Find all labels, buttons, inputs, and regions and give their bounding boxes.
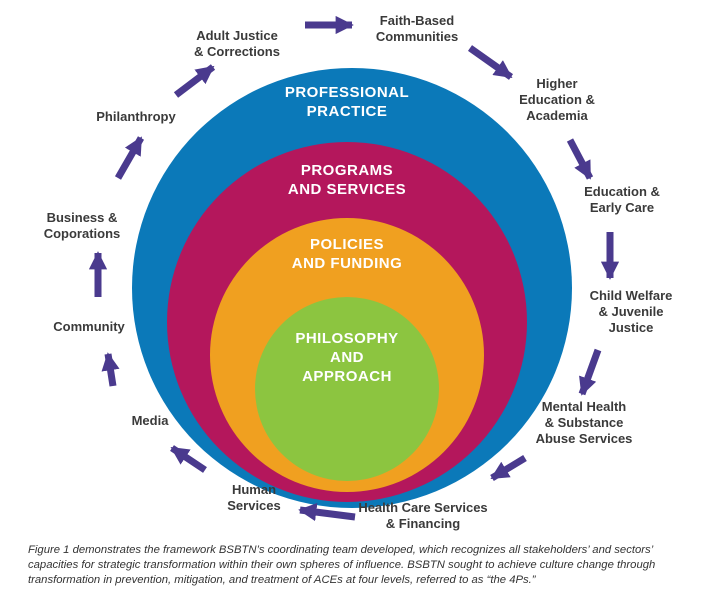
policies-label-line: POLICIES: [310, 236, 384, 253]
cycle-arrow: [298, 503, 356, 522]
sector-label-line: Faith-Based: [380, 13, 454, 28]
policies-label-line: AND FUNDING: [292, 255, 403, 272]
sector-health-care: Health Care Services& Financing: [358, 500, 487, 531]
sector-arrows: [88, 15, 620, 522]
policies-label: POLICIES AND FUNDING: [292, 236, 403, 272]
core-label-line: PHILOSOPHY: [295, 330, 398, 347]
sector-label-line: & Financing: [386, 516, 460, 531]
programs-label: PROGRAMS AND SERVICES: [288, 162, 406, 198]
sector-label-line: & Substance: [545, 415, 624, 430]
cycle-arrow: [578, 348, 602, 396]
sector-adult-justice: Adult Justice& Corrections: [194, 28, 280, 59]
sector-label-line: Business &: [47, 210, 118, 225]
cycle-arrow: [490, 455, 527, 481]
core-label-line: AND: [330, 349, 364, 366]
sector-community: Community: [53, 319, 125, 334]
sector-label-line: & Juvenile: [598, 304, 663, 319]
sector-label-line: & Corrections: [194, 44, 280, 59]
cycle-arrow: [170, 445, 207, 473]
sector-label-line: Community: [53, 319, 125, 334]
sector-label-line: Mental Health: [542, 399, 627, 414]
outer-label: PROFESSIONAL PRACTICE: [285, 84, 409, 120]
figure-caption: Figure 1 demonstrates the framework BSBT…: [28, 544, 656, 586]
sector-label-line: Adult Justice: [196, 28, 278, 43]
framework-diagram: PROFESSIONAL PRACTICE PROGRAMS AND SERVICES…: [44, 13, 673, 531]
sector-label-line: Higher: [536, 76, 577, 91]
sector-education: Education &Early Care: [584, 184, 660, 215]
outer-label-line: PRACTICE: [307, 103, 388, 120]
sector-label-line: Education &: [584, 184, 660, 199]
sector-label-line: Academia: [526, 108, 588, 123]
sector-label-line: Services: [227, 498, 281, 513]
cycle-arrow: [173, 64, 216, 98]
sector-label-line: Health Care Services: [358, 500, 487, 515]
sector-label-line: Education &: [519, 92, 595, 107]
core-label-line: APPROACH: [302, 368, 392, 385]
sector-label-line: Coporations: [44, 226, 121, 241]
programs-label-line: AND SERVICES: [288, 181, 406, 198]
sector-label-line: Philanthropy: [96, 109, 176, 124]
cycle-arrow: [114, 136, 145, 180]
sector-label-line: Communities: [376, 29, 458, 44]
outer-label-line: PROFESSIONAL: [285, 84, 409, 101]
sector-label-line: Early Care: [590, 200, 654, 215]
sector-label-line: Child Welfare: [590, 288, 673, 303]
cycle-arrow: [467, 45, 514, 80]
cycle-arrow: [101, 352, 120, 387]
core-label: PHILOSOPHY AND APPROACH: [295, 330, 398, 385]
sector-label-line: Media: [132, 413, 170, 428]
sector-business: Business &Coporations: [44, 210, 121, 241]
programs-label-line: PROGRAMS: [301, 162, 393, 179]
cycle-arrow: [566, 138, 594, 180]
core-circle: [255, 297, 439, 481]
sector-media: Media: [132, 413, 170, 428]
sector-label-line: Abuse Services: [536, 431, 633, 446]
sector-philanthropy: Philanthropy: [96, 109, 176, 124]
sector-label-line: Human: [232, 482, 276, 497]
sector-label-line: Justice: [609, 320, 654, 335]
